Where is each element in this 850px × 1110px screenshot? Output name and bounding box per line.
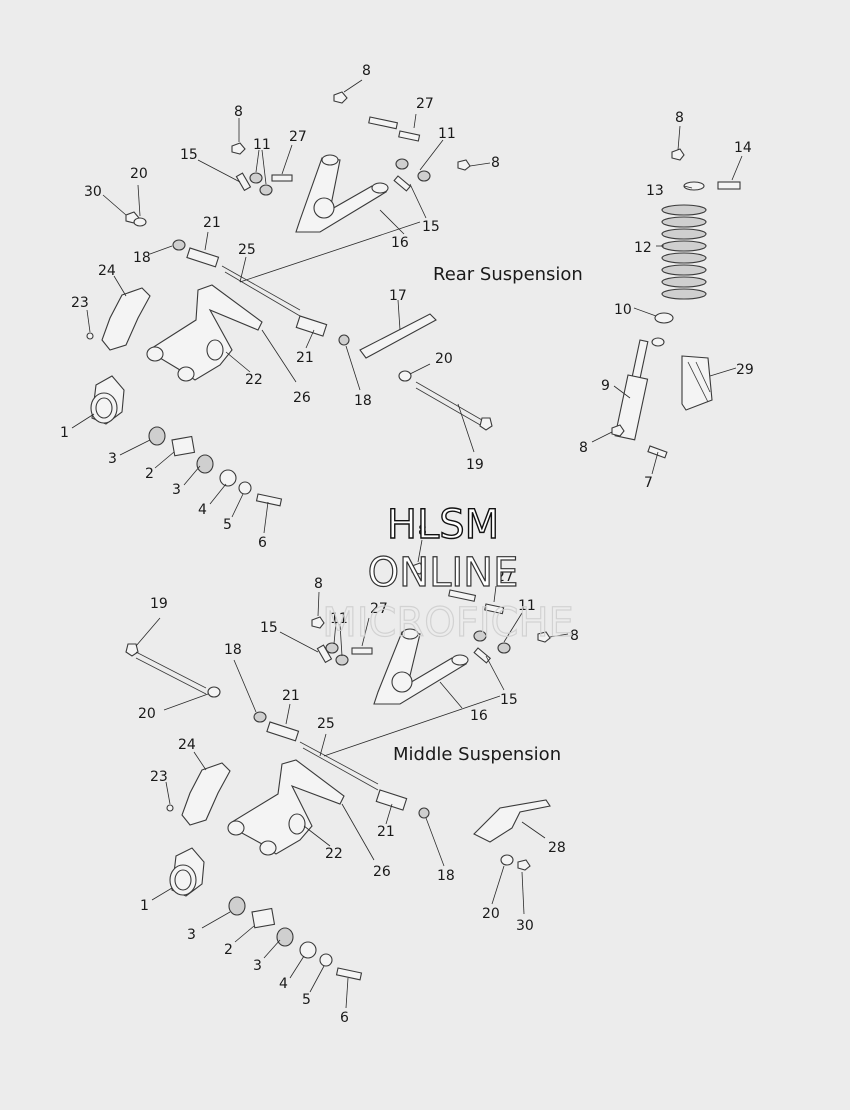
callout: 25 bbox=[238, 242, 256, 258]
watermark: HLSM ONLINE MICROFICHE bbox=[322, 501, 575, 646]
callout: 17 bbox=[389, 288, 407, 304]
callout: 28 bbox=[548, 840, 566, 856]
callout: 11 bbox=[438, 126, 456, 142]
callout: 23 bbox=[71, 295, 89, 311]
callout: 30 bbox=[84, 184, 102, 200]
callout: 8 bbox=[579, 440, 588, 456]
middle-suspension-artwork bbox=[125, 562, 551, 981]
callout: 2 bbox=[224, 942, 233, 958]
callout: 6 bbox=[258, 535, 267, 551]
callout: 29 bbox=[736, 362, 754, 378]
rear-suspension-artwork bbox=[86, 91, 741, 507]
callout: 3 bbox=[253, 958, 262, 974]
callout: 16 bbox=[391, 235, 409, 251]
callout: 6 bbox=[340, 1010, 349, 1026]
callout: 19 bbox=[150, 596, 168, 612]
callout: 5 bbox=[302, 992, 311, 1008]
callout: 5 bbox=[223, 517, 232, 533]
callout: 21 bbox=[203, 215, 221, 231]
callout: 24 bbox=[98, 263, 116, 279]
callout: 7 bbox=[644, 475, 653, 491]
callout: 18 bbox=[133, 250, 151, 266]
callout: 1 bbox=[140, 898, 149, 914]
callout: 27 bbox=[370, 601, 388, 617]
callout: 3 bbox=[108, 451, 117, 467]
callout: 8 bbox=[570, 628, 579, 644]
callout: 15 bbox=[422, 219, 440, 235]
middle-suspension-title: Middle Suspension bbox=[393, 744, 561, 765]
callout: 8 bbox=[491, 155, 500, 171]
callout: 11 bbox=[330, 611, 348, 627]
callout: 21 bbox=[296, 350, 314, 366]
callout: 11 bbox=[253, 137, 271, 153]
callout: 20 bbox=[435, 351, 453, 367]
callout: 20 bbox=[138, 706, 156, 722]
callout: 26 bbox=[373, 864, 391, 880]
callout: 11 bbox=[518, 598, 536, 614]
callout: 14 bbox=[734, 140, 752, 156]
callout: 15 bbox=[500, 692, 518, 708]
callout: 18 bbox=[437, 868, 455, 884]
callout: 27 bbox=[496, 569, 514, 585]
callout: 21 bbox=[282, 688, 300, 704]
callout: 13 bbox=[646, 183, 664, 199]
callout: 23 bbox=[150, 769, 168, 785]
callout: 25 bbox=[317, 716, 335, 732]
callout: 15 bbox=[180, 147, 198, 163]
callout: 12 bbox=[634, 240, 652, 256]
callout: 24 bbox=[178, 737, 196, 753]
callout: 10 bbox=[614, 302, 632, 318]
callout: 30 bbox=[516, 918, 534, 934]
callouts: 8 27 8 11 27 11 15 8 30 20 21 25 18 16 1… bbox=[60, 63, 754, 1026]
callout: 8 bbox=[675, 110, 684, 126]
callout: 8 bbox=[234, 104, 243, 120]
watermark-line-3: MICROFICHE bbox=[322, 600, 574, 646]
callout: 4 bbox=[198, 502, 207, 518]
callout: 3 bbox=[187, 927, 196, 943]
leader-lines bbox=[71, 79, 743, 1009]
watermark-line-1: HLSM bbox=[387, 502, 499, 548]
callout: 18 bbox=[224, 642, 242, 658]
watermark-line-2: ONLINE bbox=[368, 550, 519, 596]
callout: 19 bbox=[466, 457, 484, 473]
callout: 3 bbox=[172, 482, 181, 498]
callout: 27 bbox=[289, 129, 307, 145]
callout: 18 bbox=[354, 393, 372, 409]
callout: 21 bbox=[377, 824, 395, 840]
callout: 26 bbox=[293, 390, 311, 406]
callout: 22 bbox=[245, 372, 263, 388]
callout: 8 bbox=[314, 576, 323, 592]
callout: 8 bbox=[362, 63, 371, 79]
callout: 4 bbox=[279, 976, 288, 992]
callout: 15 bbox=[260, 620, 278, 636]
callout: 8 bbox=[418, 523, 427, 539]
callout: 20 bbox=[130, 166, 148, 182]
callout: 22 bbox=[325, 846, 343, 862]
callout: 20 bbox=[482, 906, 500, 922]
rear-suspension-title: Rear Suspension bbox=[433, 264, 583, 285]
callout: 16 bbox=[470, 708, 488, 724]
callout: 27 bbox=[416, 96, 434, 112]
callout: 1 bbox=[60, 425, 69, 441]
callout: 9 bbox=[601, 378, 610, 394]
callout: 2 bbox=[145, 466, 154, 482]
